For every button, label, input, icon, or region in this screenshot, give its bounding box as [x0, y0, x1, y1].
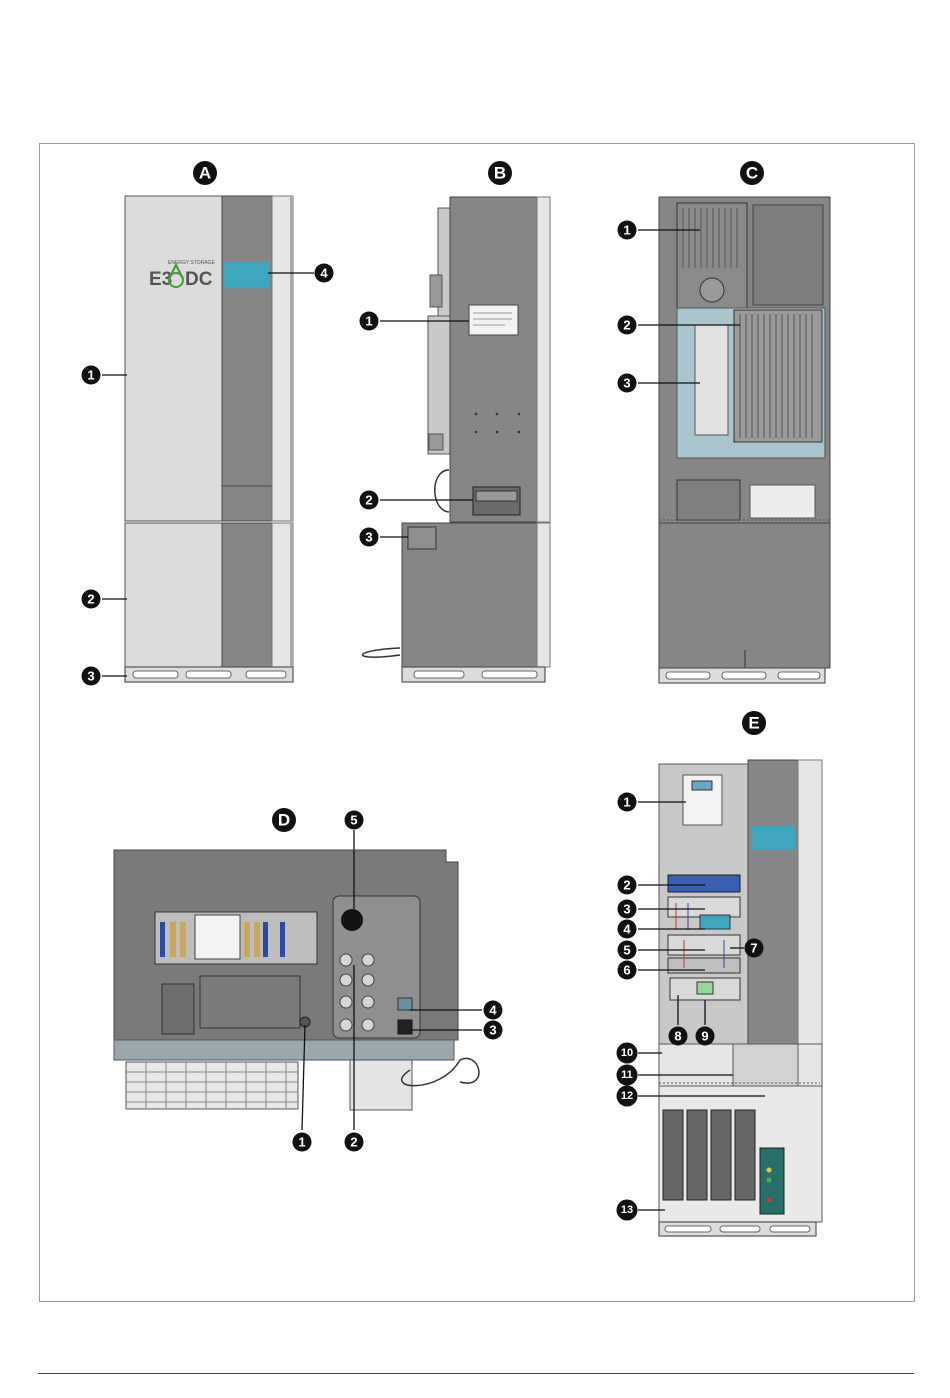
view-d-label: D — [272, 808, 296, 832]
cover-strip — [695, 325, 728, 435]
svg-text:3: 3 — [623, 902, 630, 917]
lower-front-door — [125, 523, 222, 667]
connection-box — [408, 527, 436, 549]
view-e-callout-1: 1 — [618, 793, 637, 812]
svg-text:3: 3 — [623, 376, 630, 391]
svg-text:1: 1 — [623, 795, 630, 810]
din-rail-2 — [668, 897, 740, 917]
svg-text:2: 2 — [350, 1135, 357, 1150]
view-c: C — [618, 161, 831, 683]
svg-text:1: 1 — [87, 368, 94, 383]
footer-rule — [38, 1373, 914, 1374]
view-d-callout-4: 4 — [484, 1001, 503, 1020]
svg-text:B: B — [494, 164, 506, 183]
view-e: E — [617, 711, 823, 1236]
view-e-label: E — [742, 711, 766, 735]
view-e-callout-6: 6 — [618, 961, 637, 980]
view-a-callout-2: 2 — [82, 590, 101, 609]
open-door-panel — [748, 760, 798, 1044]
view-e-callout-3: 3 — [618, 900, 637, 919]
svg-text:7: 7 — [750, 941, 757, 956]
view-e-callout-12: 12 — [617, 1086, 638, 1107]
svg-text:A: A — [199, 164, 211, 183]
view-e-callout-9: 9 — [696, 1027, 715, 1046]
display-panel-e — [752, 826, 795, 850]
svg-text:4: 4 — [623, 922, 631, 937]
view-e-callout-7: 7 — [745, 939, 764, 958]
network-port — [398, 998, 412, 1010]
large-cable-gland — [341, 909, 363, 931]
svg-text:E: E — [748, 714, 759, 733]
view-b-callout-3: 3 — [360, 528, 379, 547]
view-e-callout-13: 13 — [617, 1200, 638, 1221]
view-d-callout-2: 2 — [345, 1133, 364, 1152]
view-c-callout-3: 3 — [618, 374, 637, 393]
svg-text:2: 2 — [623, 878, 630, 893]
svg-text:ENERGY STORAGE: ENERGY STORAGE — [168, 260, 215, 266]
sealed-port — [398, 1020, 412, 1034]
svg-text:D: D — [278, 811, 290, 830]
view-c-callout-1: 1 — [618, 221, 637, 240]
view-e-callout-10: 10 — [617, 1043, 638, 1064]
svg-text:8: 8 — [674, 1029, 681, 1044]
din-rail-4 — [668, 958, 740, 973]
svg-text:2: 2 — [87, 592, 94, 607]
type-plate — [469, 305, 518, 335]
view-c-label: C — [740, 161, 764, 185]
svg-text:5: 5 — [623, 943, 630, 958]
din-rail-1 — [668, 875, 740, 892]
svg-text:C: C — [746, 164, 758, 183]
view-c-callout-2: 2 — [618, 316, 637, 335]
din-rail-3 — [668, 935, 740, 955]
view-b-callout-2: 2 — [360, 491, 379, 510]
svg-text:1: 1 — [298, 1135, 305, 1150]
svg-text:3: 3 — [489, 1023, 496, 1038]
upper-front-door — [125, 196, 222, 521]
view-a-callout-4: 4 — [315, 264, 334, 283]
view-a: A E3 DC ENERGY STORAGE 1 — [82, 161, 334, 686]
svg-text:9: 9 — [701, 1029, 708, 1044]
svg-text:13: 13 — [621, 1204, 633, 1216]
upper-side-panel — [222, 196, 272, 486]
svg-text:DC: DC — [185, 269, 213, 290]
view-d: D — [114, 808, 503, 1152]
view-d-callout-1: 1 — [293, 1133, 312, 1152]
battery-module — [663, 1110, 683, 1200]
lower-side-panel — [222, 523, 272, 667]
svg-text:11: 11 — [621, 1069, 633, 1081]
view-a-label: A — [193, 161, 217, 185]
svg-text:4: 4 — [320, 266, 328, 281]
svg-text:12: 12 — [621, 1090, 633, 1102]
svg-text:1: 1 — [365, 314, 372, 329]
svg-text:3: 3 — [87, 669, 94, 684]
view-b-label: B — [488, 161, 512, 185]
svg-text:1: 1 — [623, 223, 630, 238]
view-e-callout-4: 4 — [618, 920, 637, 939]
battery-management-board — [760, 1148, 784, 1214]
svg-text:10: 10 — [621, 1047, 633, 1059]
view-b-callout-1: 1 — [360, 312, 379, 331]
view-b: B 1 — [360, 161, 551, 682]
svg-text:4: 4 — [489, 1003, 497, 1018]
view-e-callout-11: 11 — [617, 1065, 638, 1086]
svg-text:2: 2 — [623, 318, 630, 333]
view-d-callout-3: 3 — [484, 1021, 503, 1040]
view-e-callout-5: 5 — [618, 941, 637, 960]
view-a-callout-1: 1 — [82, 366, 101, 385]
upper-housing — [450, 197, 537, 522]
svg-text:3: 3 — [365, 530, 372, 545]
svg-text:2: 2 — [365, 493, 372, 508]
svg-text:6: 6 — [623, 963, 630, 978]
fan — [700, 278, 724, 302]
view-e-callout-2: 2 — [618, 876, 637, 895]
heat-sink-lower — [734, 310, 822, 442]
view-e-callout-8: 8 — [669, 1027, 688, 1046]
svg-text:5: 5 — [350, 813, 357, 828]
display-panel — [224, 262, 269, 287]
view-a-callout-3: 3 — [82, 667, 101, 686]
rear-lower — [659, 523, 830, 668]
view-d-callout-5: 5 — [345, 811, 364, 830]
